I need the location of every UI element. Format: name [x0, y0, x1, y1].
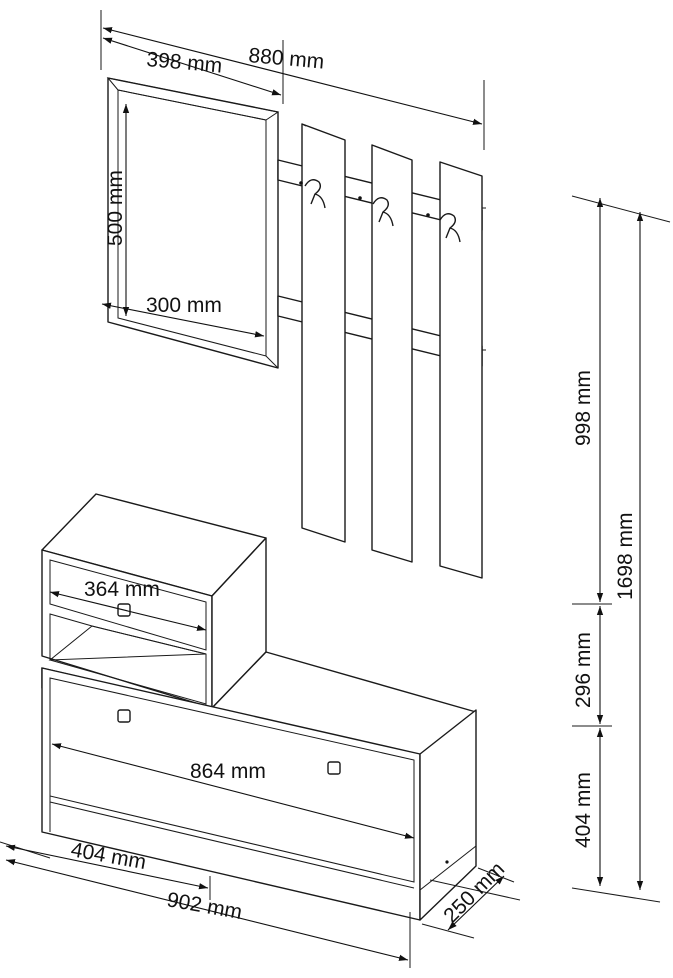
label-base-width: 902 mm [165, 888, 244, 924]
label-bench-height: 404 mm [572, 772, 595, 848]
dimension-lines [0, 10, 671, 968]
label-bench-width: 864 mm [190, 760, 266, 783]
label-mirror-outer-width: 398 mm [146, 48, 224, 78]
mirror [106, 77, 280, 369]
label-overall-width-top: 880 mm [248, 44, 326, 74]
label-mirror-inner-width: 300 mm [146, 294, 222, 317]
coat-rack-board-middle [371, 144, 413, 563]
label-coat-rack-height: 998 mm [572, 370, 595, 446]
label-mirror-height: 500 mm [104, 170, 127, 246]
label-drawer-width: 364 mm [84, 578, 160, 601]
coat-rack-board-right [439, 161, 486, 579]
coat-rack-boards [301, 123, 486, 579]
label-total-height: 1698 mm [614, 512, 637, 600]
label-upper-cabinet-height: 296 mm [572, 632, 595, 708]
coat-rack-board-left [301, 123, 346, 543]
coat-hook-icon [299, 179, 461, 243]
flap-knob-icon [117, 709, 131, 723]
bench-cabinet [41, 651, 477, 921]
